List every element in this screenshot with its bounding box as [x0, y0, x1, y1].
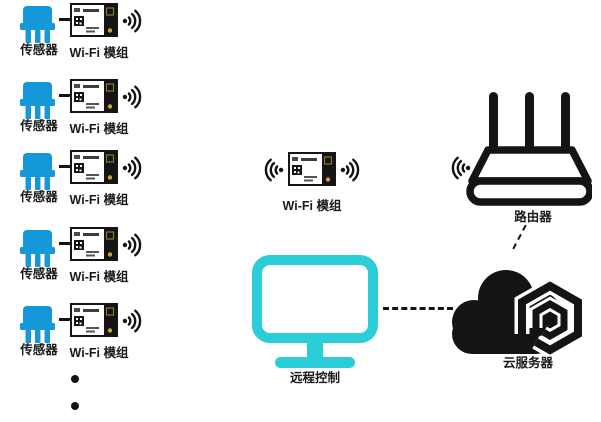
sensor-label: 传感器 [20, 119, 58, 133]
wifi-module-label: Wi-Fi 模组 [69, 193, 129, 207]
wifi-module-pcb-icon [70, 150, 118, 184]
sensor-chip-icon [18, 81, 58, 121]
sensor-chip-icon [18, 152, 58, 192]
monitor-stand [307, 340, 323, 358]
remote-control: 远程控制 [250, 252, 385, 392]
wifi-module-pcb-icon [70, 79, 118, 113]
monitor-cloud-connector [383, 307, 453, 310]
wire-dash [59, 318, 70, 321]
router-icon [466, 92, 592, 206]
wifi-module-label: Wi-Fi 模组 [282, 199, 342, 213]
monitor-icon [252, 255, 378, 343]
cloud-server-icon [452, 270, 586, 358]
sensor-module-row: 传感器 Wi-Fi 模组 [10, 150, 182, 214]
wifi-module-pcb-icon [70, 3, 118, 37]
wire-dash [59, 165, 70, 168]
sensor-chip-icon [18, 5, 58, 45]
sensor-module-row: 传感器 Wi-Fi 模组 [10, 303, 182, 367]
sensor-label: 传感器 [20, 343, 58, 357]
wifi-signal-icon [122, 83, 144, 111]
sensor-chip-icon [18, 229, 58, 269]
central-wifi-module: Wi-Fi 模组 [262, 150, 372, 220]
wifi-module-pcb-icon [70, 303, 118, 337]
wire-dash [59, 18, 70, 21]
sensor-module-row: 传感器 Wi-Fi 模组 [10, 3, 182, 67]
router-label: 路由器 [514, 210, 552, 224]
wifi-module-pcb-icon [70, 227, 118, 261]
wifi-signal-icon [122, 231, 144, 259]
wifi-module-label: Wi-Fi 模组 [69, 346, 129, 360]
wifi-module-label: Wi-Fi 模组 [69, 46, 129, 60]
wire-dash [59, 242, 70, 245]
sensor-label: 传感器 [20, 190, 58, 204]
sensor-module-row: 传感器 Wi-Fi 模组 [10, 227, 182, 291]
router: 路由器 [448, 88, 600, 240]
cloud-server: 云服务器 [448, 255, 600, 390]
wifi-signal-icon [262, 156, 284, 184]
wifi-signal-icon [122, 7, 144, 35]
wire-dash [59, 94, 70, 97]
wifi-module-label: Wi-Fi 模组 [69, 270, 129, 284]
remote-control-label: 远程控制 [289, 371, 340, 385]
sensor-module-row: 传感器 Wi-Fi 模组 [10, 79, 182, 143]
wifi-module-pcb-icon [288, 152, 336, 186]
sensor-label: 传感器 [20, 43, 58, 57]
sensor-label: 传感器 [20, 267, 58, 281]
cloud-server-label: 云服务器 [502, 356, 553, 370]
ellipsis-dot [71, 375, 79, 383]
wifi-signal-icon [122, 154, 144, 182]
wifi-signal-icon [122, 307, 144, 335]
wifi-signal-icon [340, 156, 362, 184]
sensor-chip-icon [18, 305, 58, 345]
monitor-base [275, 357, 355, 368]
ellipsis-dot [71, 402, 79, 410]
wifi-module-label: Wi-Fi 模组 [69, 122, 129, 136]
